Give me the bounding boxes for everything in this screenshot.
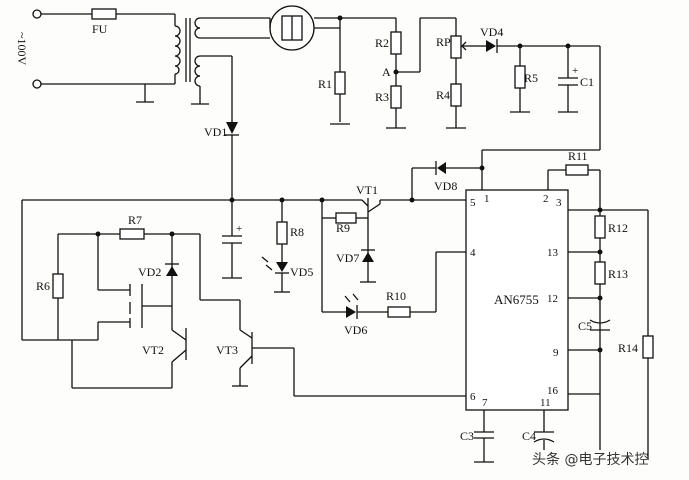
vt2-label: VT2: [142, 343, 164, 357]
r8-label: R8: [290, 225, 304, 239]
r7-label: R7: [128, 213, 142, 227]
r2-label: R2: [375, 36, 389, 50]
vt1-label: VT1: [356, 183, 378, 197]
vd4-r5-c1: VD4 R5 C1 +: [478, 25, 601, 198]
pin-5: 5: [470, 197, 476, 209]
vd8-label: VD8: [434, 179, 457, 193]
r12-label: R12: [608, 221, 628, 235]
rectifier-vd1: VD1: [21, 122, 362, 341]
fuse-fu: [91, 8, 117, 20]
r14-label: R14: [618, 341, 638, 355]
pin-9: 9: [553, 347, 559, 359]
r13-label: R13: [608, 267, 628, 281]
vt1-stage: VT1 R9 VD7: [321, 183, 466, 312]
r10-label: R10: [386, 289, 406, 303]
pin-6: 6: [470, 391, 476, 403]
ac-input: FU ~100V: [15, 8, 176, 103]
ic-an6755: AN6755 1 2 3 5 4 13 12 9 16 6 7 11: [465, 189, 569, 411]
vd2-label: VD2: [138, 265, 161, 279]
rp-label: RP: [436, 35, 451, 49]
r4-label: R4: [436, 88, 450, 102]
resistor-r1: R1: [318, 71, 350, 125]
fuse-label: FU: [92, 22, 108, 36]
potentiometer-rp: RP R4: [436, 18, 478, 129]
divider-r2-r3: R2 R3 A: [375, 17, 456, 129]
r3-label: R3: [375, 90, 389, 104]
vt3-label: VT3: [216, 343, 238, 357]
supply-label: ~100V: [15, 32, 29, 65]
pin-4: 4: [470, 247, 476, 259]
watermark-text: 头条 @电子技术控: [532, 451, 648, 468]
vd6-label: VD6: [344, 323, 367, 337]
r1-label: R1: [318, 77, 332, 91]
vt2-stage: R7 R6 VD2 VT2: [36, 213, 240, 389]
pin-11: 11: [540, 397, 551, 409]
lamp-sensor: [269, 5, 396, 122]
c1-label: C1: [580, 75, 594, 89]
vd8-feedback: VD8: [411, 161, 485, 200]
pin-1: 1: [484, 193, 490, 205]
r5-label: R5: [524, 71, 538, 85]
pin-2: 2: [543, 193, 549, 205]
c5-label: C5: [578, 319, 592, 333]
vd7-label: VD7: [336, 251, 359, 265]
right-network: R11 R12 R13 C5 R14: [547, 149, 654, 460]
vt3-stage: VT3: [216, 300, 466, 397]
vd6-r10: VD6 R10: [322, 251, 466, 337]
filter-capacitor: +: [222, 200, 242, 279]
r8-vd5: R8 VD5: [261, 200, 313, 293]
c3-label: C3: [460, 429, 474, 443]
c1-plus: +: [572, 65, 578, 77]
vd4-label: VD4: [480, 25, 503, 39]
vd1-label: VD1: [204, 125, 227, 139]
ic-label: AN6755: [494, 292, 539, 307]
c4-label: C4: [522, 429, 536, 443]
pin-12: 12: [547, 293, 558, 305]
transformer: [174, 17, 270, 122]
cap-plus: +: [236, 223, 242, 235]
pin-16: 16: [547, 385, 559, 397]
pin-13: 13: [547, 247, 559, 259]
r11-label: R11: [568, 149, 588, 163]
pin-3: 3: [556, 197, 562, 209]
vd5-label: VD5: [290, 265, 313, 279]
r9-label: R9: [336, 221, 350, 235]
c3-c4: C3 C4: [460, 410, 555, 463]
node-a-label: A: [382, 65, 391, 79]
r6-label: R6: [36, 279, 50, 293]
pin-7: 7: [482, 397, 488, 409]
